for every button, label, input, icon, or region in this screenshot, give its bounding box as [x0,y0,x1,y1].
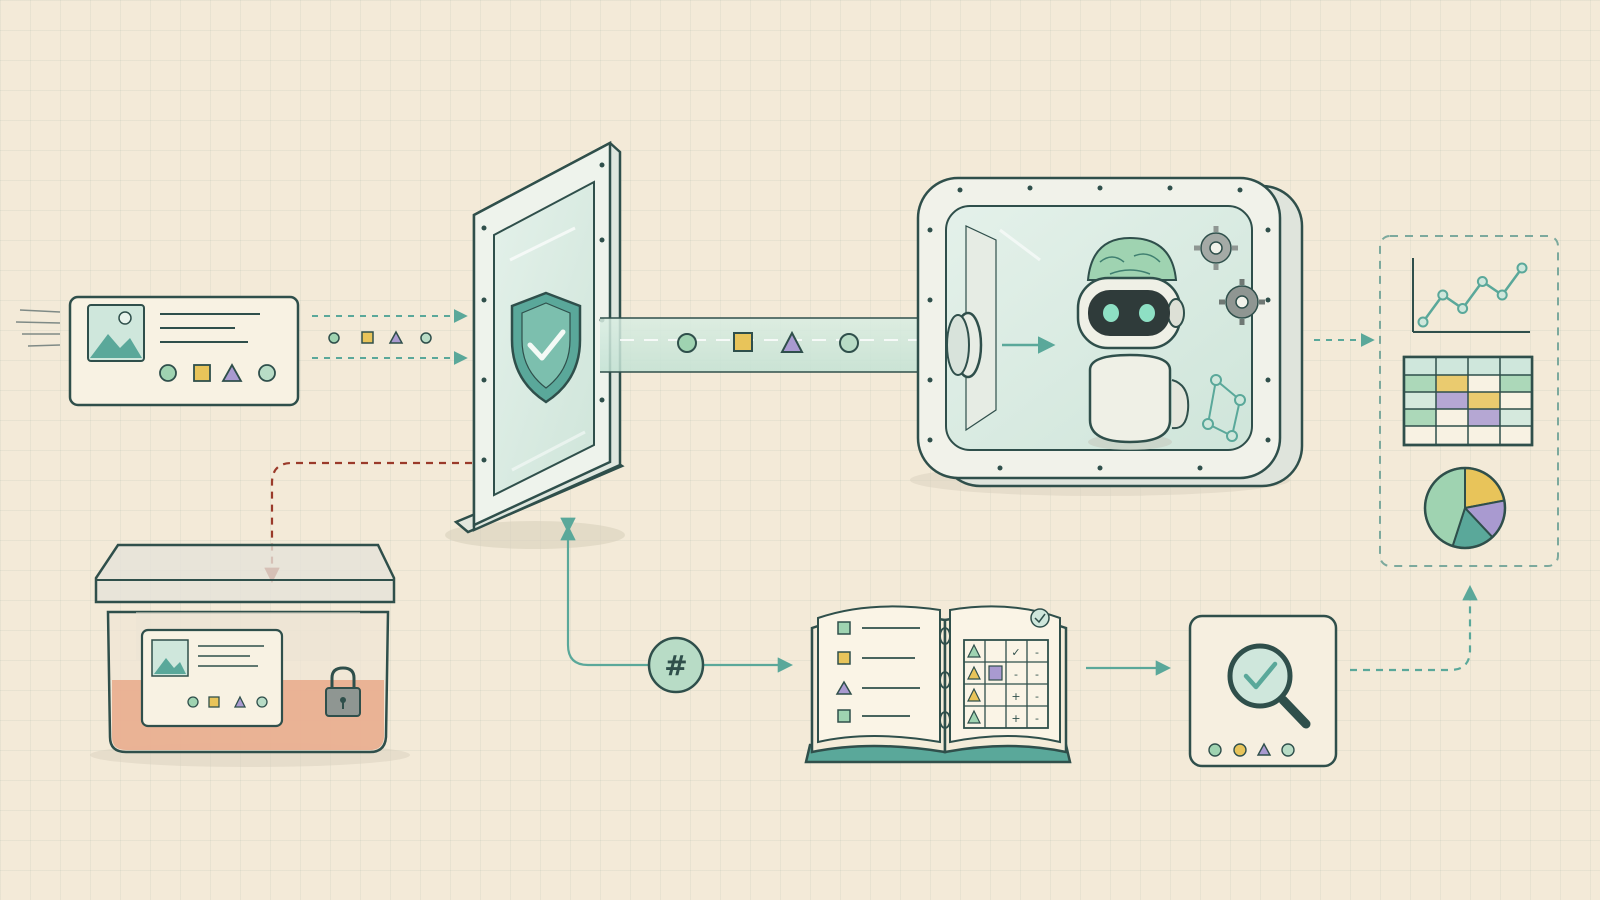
shield-check-icon [510,291,582,404]
table-cell [1436,392,1468,409]
table-cell [1500,375,1532,392]
ledger-mark: ✓ [1011,646,1020,659]
ledger-mark: + [1011,712,1020,725]
source-card [15,295,300,407]
ledger-mark: + [1011,690,1020,703]
line-point [1516,262,1528,274]
table-cell [1404,392,1436,409]
pie-chart [1423,466,1507,550]
table-cell [1404,409,1436,426]
ledger-grid: ✓ - - - + - + - [963,639,1049,729]
graph-network-icon [1202,374,1246,442]
gateway-panel [445,140,625,549]
pie-outline [1423,466,1507,550]
hash-icon: # [647,636,705,694]
ledger-mark: - [1014,668,1018,681]
line-point [1437,289,1449,301]
robot-brain-icon [1076,236,1190,450]
line-point [1476,276,1488,287]
quarantine-path [264,461,472,584]
motion-lines [15,309,61,347]
line-point [1457,303,1469,314]
line-point [1496,289,1508,301]
token-square [193,364,211,382]
table-cell [1436,375,1468,392]
verify-to-output-arrow [1350,584,1478,672]
data-token-row [159,363,276,382]
table-cell [1404,375,1436,392]
lock-icon [325,666,361,717]
transfer-beam [600,317,960,373]
input-flow [312,309,468,365]
line-series [1421,267,1524,323]
image-thumbnail-icon [87,304,145,362]
input-port [946,311,983,379]
table-cell [1500,409,1532,426]
table-cell [1468,409,1500,426]
token-circle [258,364,276,382]
table-cell [1468,392,1500,409]
magnifier-check-icon [1188,614,1338,768]
line-chart [1412,258,1530,333]
data-table [1402,355,1534,447]
ledger-mark: - [1035,712,1039,725]
gear-icon [1219,279,1265,325]
audit-feedback-path [560,517,794,673]
stored-card [140,628,284,728]
hash-glyph: # [664,649,687,682]
ledger-mark: - [1035,668,1039,681]
outputs-panel [1379,235,1559,567]
text-lines [160,313,260,343]
ledger-mark: - [1035,690,1039,703]
line-point [1417,316,1429,328]
notebook-grid-icon: ✓ - - - + - + - [804,605,1072,764]
token-circle [159,364,177,382]
token-triangle [221,363,243,382]
gear-icon [1194,226,1238,270]
processor-enclosure [910,176,1304,496]
seal-icon [1030,608,1050,628]
ledger-mark: - [1035,646,1039,659]
locked-box-icon [90,543,410,767]
